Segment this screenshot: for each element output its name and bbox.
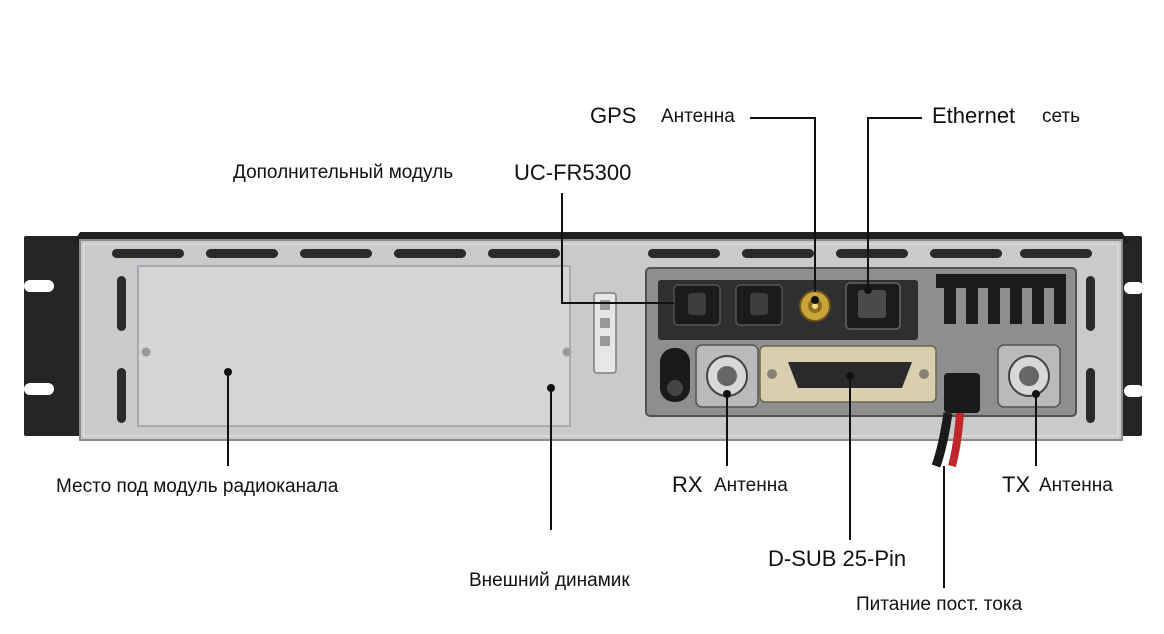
- power-connector: [931, 373, 980, 468]
- gps-connector: [799, 290, 831, 322]
- dsub-label: D-SUB 25-Pin: [768, 546, 907, 571]
- rx-connector: [695, 344, 759, 408]
- leader-lines: [227, 117, 1037, 588]
- ethernet-network-label: сеть: [1042, 106, 1081, 127]
- module-model-label: UC-FR5300: [514, 160, 632, 185]
- tx-label: TX: [1002, 472, 1031, 497]
- rx-antenna-label: Антенна: [714, 475, 788, 496]
- power-label: Питание пост. тока: [856, 594, 1023, 615]
- side-vent-slots: [117, 276, 1095, 423]
- module-connector-block: [593, 292, 617, 374]
- ethernet-port: [845, 282, 901, 330]
- top-vent-slots: [112, 249, 1092, 258]
- radio-slot-label: Место под модуль радиоканала: [56, 476, 339, 497]
- ethernet-label: Ethernet: [932, 103, 1016, 128]
- module-description-label: Дополнительный модуль: [233, 162, 454, 183]
- uc-module-ports: [673, 284, 783, 326]
- speaker-jack: [660, 348, 690, 402]
- leader-dots: [224, 286, 1040, 398]
- tx-connector: [997, 344, 1061, 408]
- gps-leader: [750, 117, 816, 292]
- left-rack-ear: [24, 236, 86, 436]
- rx-label: RX: [672, 472, 703, 497]
- gps-label: GPS: [590, 103, 637, 128]
- module-leader: [561, 193, 674, 304]
- gps-antenna-label: Антенна: [661, 106, 735, 127]
- speaker-label: Внешний динамик: [469, 570, 630, 591]
- radio-slot-cover: [137, 265, 571, 427]
- tx-antenna-label: Антенна: [1039, 475, 1113, 496]
- ethernet-leader: [867, 117, 922, 288]
- heatsink: [936, 274, 1066, 324]
